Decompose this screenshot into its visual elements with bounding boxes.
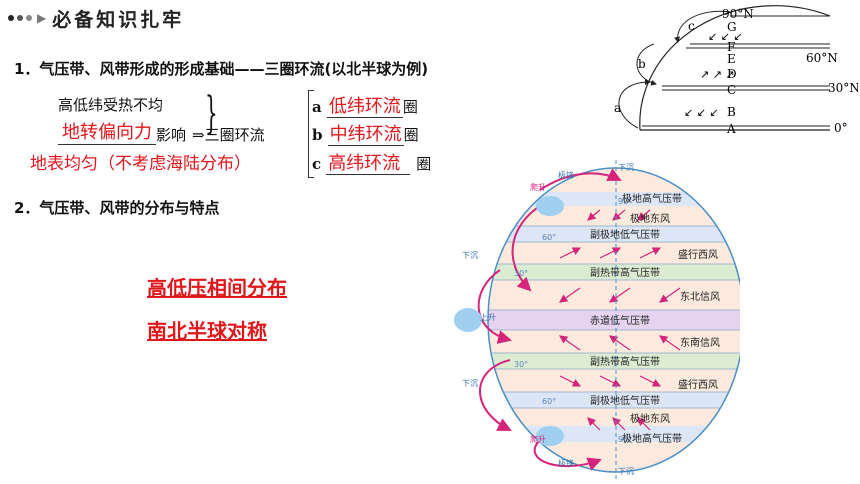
lat-mark: 30° [514, 269, 528, 278]
band-label: 极地高气压带 [622, 432, 682, 445]
band-letter-c: C [727, 83, 736, 97]
cell-row-c: c 高纬环流圈 [312, 149, 431, 175]
side-label: 极锋 [558, 458, 574, 468]
side-label: 下沉 [462, 251, 478, 260]
cell-suffix: 圈 [416, 155, 432, 173]
band-letter-a: A [726, 122, 736, 136]
header-dot [26, 15, 32, 21]
cell-letter-b: b [638, 57, 646, 71]
svg-text:↗ ↗ ↗: ↗ ↗ ↗ [700, 68, 735, 81]
lat-mark: 90° [618, 197, 632, 206]
side-label: 下沉 [462, 379, 478, 388]
cell-letter-c: c [688, 19, 695, 33]
band-label: 极地东风 [630, 212, 670, 225]
cell-letter: c [312, 155, 322, 173]
band-label: 赤道低气压带 [590, 314, 650, 327]
band-label: 东南信风 [680, 336, 720, 349]
globe-wind-belts: 90° 60° 30° 30° 60° 90° 极地高气压带 极地东风 副极地低… [454, 160, 740, 482]
section-header: ▶ 必备知识扎牢 [8, 4, 184, 32]
cell-name: 中纬环流 [327, 124, 404, 146]
side-label: 上升 [480, 313, 496, 322]
cell-suffix: 圈 [403, 126, 419, 144]
side-label: 爬升 [530, 182, 546, 192]
lat-mark: 60° [542, 397, 556, 406]
cell-suffix: 圈 [402, 98, 418, 116]
header-dot [8, 15, 14, 21]
cell-name: 高纬环流 [326, 153, 411, 175]
circulation-diagram: ↙ ↙ ↙ ↗ ↗ ↗ ↙ ↙ ↙ G F E D C B A a b c 90… [614, 5, 858, 136]
brace: } [205, 88, 218, 139]
cells-bracket [308, 90, 314, 178]
lat-label-0: 0° [834, 121, 848, 135]
triangle-icon: ▶ [37, 11, 47, 25]
band-letter-g: G [727, 20, 737, 34]
band-label: 副热带高气压带 [590, 266, 660, 279]
band-label: 极地东风 [630, 412, 670, 425]
section2-title: 2．气压带、风带的分布与特点 [14, 199, 220, 217]
side-label: 下沉 [618, 467, 634, 476]
band-label: 副极地低气压带 [590, 228, 660, 241]
cause-suffix: 影响 [156, 126, 187, 144]
band-letter-e: E [727, 52, 736, 66]
highlight-alternating: 高低压相间分布 [147, 276, 287, 300]
cell-row-a: a 低纬环流圈 [312, 92, 418, 118]
lat-label-60n: 60°N [806, 51, 838, 65]
svg-text:↙ ↙ ↙: ↙ ↙ ↙ [708, 30, 743, 43]
section1-title: 1．气压带、风带形成的形成基础——三圈环流(以北半球为例) [14, 60, 429, 78]
side-label: 极锋 [558, 170, 574, 180]
cause-coriolis-row: 地转偏向力 影响 ⇒三圈环流 [58, 118, 265, 145]
lat-label-30n: 30°N [828, 81, 858, 95]
lat-mark: 60° [542, 233, 556, 242]
highlight-symmetry: 南北半球对称 [147, 319, 267, 343]
band-label: 东北信风 [680, 290, 720, 303]
band-label: 盛行西风 [678, 378, 718, 391]
cause-coriolis: 地转偏向力 [58, 118, 156, 145]
side-label: 下沉 [618, 163, 634, 172]
cell-row-b: b 中纬环流圈 [312, 120, 419, 146]
band-letter-b: B [727, 105, 736, 119]
band-label: 副热带高气压带 [590, 355, 660, 368]
lat-mark: 30° [514, 360, 528, 369]
arrow-result: ⇒三圈环流 [192, 126, 265, 144]
band-label: 副极地低气压带 [590, 394, 660, 407]
band-letter-f: F [727, 40, 735, 54]
side-label: 爬升 [530, 434, 546, 444]
band-label: 极地高气压带 [622, 192, 682, 205]
band-label: 盛行西风 [678, 248, 718, 261]
cell-letter: b [312, 126, 323, 144]
header-title: 必备知识扎牢 [52, 8, 185, 31]
svg-text:↙ ↙ ↙: ↙ ↙ ↙ [684, 106, 719, 119]
lat-mark: 90° [618, 435, 632, 444]
cause-heating: 高低纬受热不均 [58, 96, 164, 114]
cause-uniform-surface: 地表均匀（不考虑海陆分布） [30, 154, 251, 174]
cell-letter: a [312, 98, 322, 116]
header-dot [17, 15, 23, 21]
cell-letter-a: a [614, 101, 621, 115]
band-letter-d: D [727, 67, 737, 81]
cell-name: 低纬环流 [326, 96, 403, 118]
lat-label-90n: 90°N [722, 7, 754, 21]
